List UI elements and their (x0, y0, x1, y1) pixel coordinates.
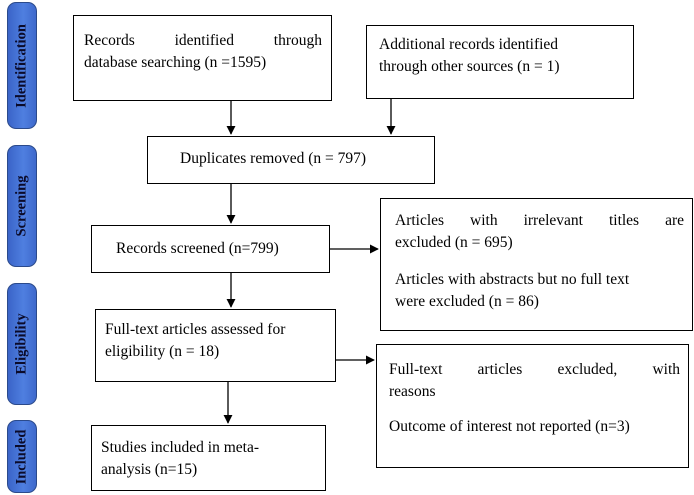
duplicates-removed-box: Duplicates removed (n = 797) (147, 136, 435, 184)
fulltext-excluded-box: Full-text articles excluded, with reason… (376, 344, 689, 468)
records-screened-label: Records screened (n=799) (116, 240, 279, 257)
other-sources-box: Additional records identified through ot… (366, 25, 634, 99)
stage-identification: Identification (7, 2, 37, 129)
excluded-no-fulltext-line2: were excluded (n = 86) (395, 293, 539, 310)
records-screened-box: Records screened (n=799) (91, 225, 330, 273)
stage-screening: Screening (7, 145, 37, 267)
fulltext-assessed-line2: eligibility (n = 18) (105, 343, 220, 360)
excluded-screening-box: Articles with irrelevant titles are excl… (380, 198, 693, 331)
excluded-no-fulltext-line1: Articles with abstracts but no full text (395, 271, 630, 288)
stage-included: Included (7, 420, 37, 493)
fulltext-assessed-box: Full-text articles assessed for eligibil… (95, 309, 336, 382)
studies-included-line2: analysis (n=15) (101, 461, 198, 478)
excluded-irrelevant-titles-line1: Articles with irrelevant titles are (395, 212, 684, 229)
studies-included-box: Studies included in meta- analysis (n=15… (91, 425, 326, 491)
other-sources-line1: Additional records identified (379, 36, 559, 53)
stage-eligibility: Eligibility (7, 283, 37, 405)
fulltext-excluded-line3: Outcome of interest not reported (n=3) (389, 418, 630, 435)
fulltext-assessed-line1: Full-text articles assessed for (105, 321, 286, 338)
database-records-line1: Records identified through (84, 32, 322, 49)
duplicates-removed-label: Duplicates removed (n = 797) (180, 150, 367, 167)
other-sources-line2: through other sources (n = 1) (379, 58, 560, 75)
database-records-line2: database searching (n =1595) (84, 54, 267, 71)
fulltext-excluded-line2: reasons (389, 383, 436, 400)
studies-included-line1: Studies included in meta- (101, 439, 259, 456)
fulltext-excluded-line1: Full-text articles excluded, with (389, 361, 680, 378)
database-records-box: Records identified through database sear… (73, 15, 332, 101)
excluded-irrelevant-titles-line2: excluded (n = 695) (395, 234, 513, 251)
